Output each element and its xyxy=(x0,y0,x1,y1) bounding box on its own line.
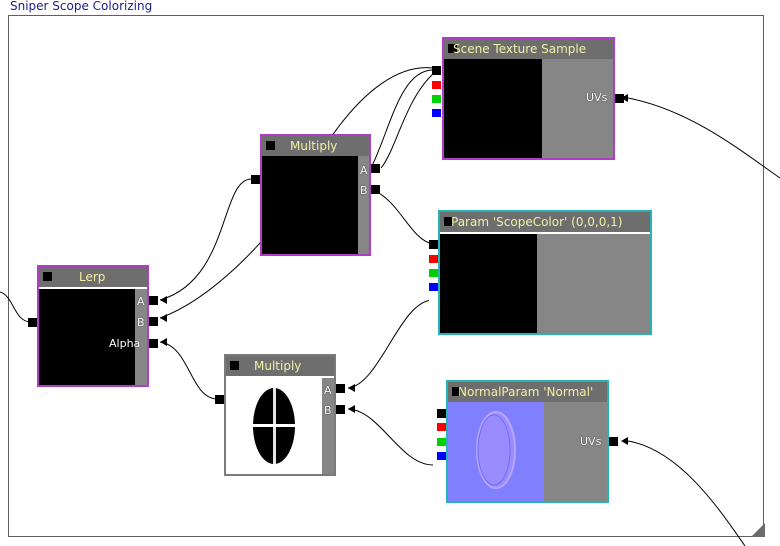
node-multiply-bottom[interactable]: Multiply A B xyxy=(224,354,336,476)
normal-channel-alpha[interactable] xyxy=(437,466,446,474)
node-header[interactable]: Multiply xyxy=(262,136,369,156)
wire-arrow-bottom-b xyxy=(348,405,355,413)
node-header[interactable]: Param 'ScopeColor' (0,0,0,1) xyxy=(440,212,650,232)
normal-channel-green[interactable] xyxy=(437,438,446,446)
scene-channel-blue[interactable] xyxy=(432,109,441,117)
node-multiply-top[interactable]: Multiply A B xyxy=(260,134,371,256)
node-lerp[interactable]: Lerp A B Alpha xyxy=(37,265,149,387)
collapse-toggle-icon[interactable] xyxy=(452,387,461,396)
collapse-toggle-icon[interactable] xyxy=(43,272,52,281)
multiply-bottom-input-b[interactable] xyxy=(336,405,345,414)
node-body xyxy=(440,234,650,333)
multiply-top-input-a[interactable] xyxy=(371,164,380,173)
wire-arrow-lerp-b xyxy=(160,314,167,322)
normal-channel-blue[interactable] xyxy=(437,452,446,460)
collapse-toggle-icon[interactable] xyxy=(266,141,275,150)
node-body xyxy=(448,402,607,501)
collapse-toggle-icon[interactable] xyxy=(448,44,457,53)
node-normal-param[interactable]: NormalParam 'Normal' UVs xyxy=(446,380,609,503)
scene-channel-red[interactable] xyxy=(432,81,441,89)
scene-uvs-connector[interactable] xyxy=(615,94,624,103)
node-header[interactable]: Multiply xyxy=(226,356,334,376)
normal-channel-red[interactable] xyxy=(437,423,446,431)
input-a-label: A xyxy=(360,164,368,177)
node-header[interactable]: Scene Texture Sample xyxy=(444,39,613,59)
resize-grip[interactable] xyxy=(751,523,765,537)
param-channel-alpha[interactable] xyxy=(429,298,438,306)
multiply-top-output-connector[interactable] xyxy=(251,175,260,184)
input-b-label: B xyxy=(324,404,332,417)
comment-frame-title: Sniper Scope Colorizing xyxy=(10,0,153,13)
collapse-toggle-icon[interactable] xyxy=(444,217,453,226)
color-preview xyxy=(440,234,537,333)
node-header[interactable]: NormalParam 'Normal' xyxy=(448,382,607,402)
node-title: Multiply xyxy=(290,139,338,153)
node-body xyxy=(39,289,147,385)
lerp-input-b[interactable] xyxy=(149,317,158,326)
node-param-scope-color[interactable]: Param 'ScopeColor' (0,0,0,1) xyxy=(438,210,652,335)
node-title: Multiply xyxy=(254,359,302,373)
texture-preview xyxy=(444,59,542,158)
scene-channel-alpha[interactable] xyxy=(432,124,441,132)
input-a-label: A xyxy=(324,384,332,397)
normal-map-preview xyxy=(448,402,544,501)
scope-reticle-icon xyxy=(246,388,302,464)
input-a-label: A xyxy=(137,295,145,308)
wire-arrow-scene-uvs xyxy=(621,94,628,102)
scene-output-connector[interactable] xyxy=(432,66,441,75)
collapse-toggle-icon[interactable] xyxy=(230,361,239,370)
node-body xyxy=(226,378,334,474)
output-uvs-label: UVs xyxy=(586,91,608,104)
lerp-input-a[interactable] xyxy=(149,296,158,305)
lerp-input-alpha[interactable] xyxy=(149,339,158,348)
multiply-bottom-output-connector[interactable] xyxy=(215,395,224,404)
param-channel-blue[interactable] xyxy=(429,283,438,291)
node-title: NormalParam 'Normal' xyxy=(458,385,594,399)
scope-mask-preview xyxy=(226,378,322,474)
node-title: Lerp xyxy=(79,270,106,284)
input-b-label: B xyxy=(360,184,368,197)
multiply-bottom-input-a[interactable] xyxy=(336,384,345,393)
param-channel-green[interactable] xyxy=(429,269,438,277)
normal-output-connector[interactable] xyxy=(437,409,446,418)
wire-arrow-lerp-a xyxy=(160,296,167,304)
lerp-output-connector[interactable] xyxy=(28,318,37,327)
node-scene-texture-sample[interactable]: Scene Texture Sample UVs xyxy=(442,37,615,160)
param-output-connector[interactable] xyxy=(429,240,438,249)
wire-arrow-normal-uvs xyxy=(621,437,628,445)
output-uvs-label: UVs xyxy=(580,435,602,448)
multiply-top-input-b[interactable] xyxy=(371,185,380,194)
node-title: Param 'ScopeColor' (0,0,0,1) xyxy=(451,215,623,229)
normal-uvs-connector[interactable] xyxy=(609,437,618,446)
preview-black xyxy=(39,289,135,385)
scene-channel-green[interactable] xyxy=(432,95,441,103)
preview-black xyxy=(262,156,358,254)
param-channel-red[interactable] xyxy=(429,255,438,263)
node-body xyxy=(444,59,613,158)
wire-arrow-lerp-alpha xyxy=(160,338,167,346)
node-title: Scene Texture Sample xyxy=(453,42,587,56)
wire-arrow-bottom-a xyxy=(348,384,355,392)
node-header[interactable]: Lerp xyxy=(39,267,147,287)
input-b-label: B xyxy=(137,316,145,329)
input-alpha-label: Alpha xyxy=(109,337,141,350)
normal-ellipse-icon xyxy=(476,411,516,489)
node-body xyxy=(262,156,369,254)
